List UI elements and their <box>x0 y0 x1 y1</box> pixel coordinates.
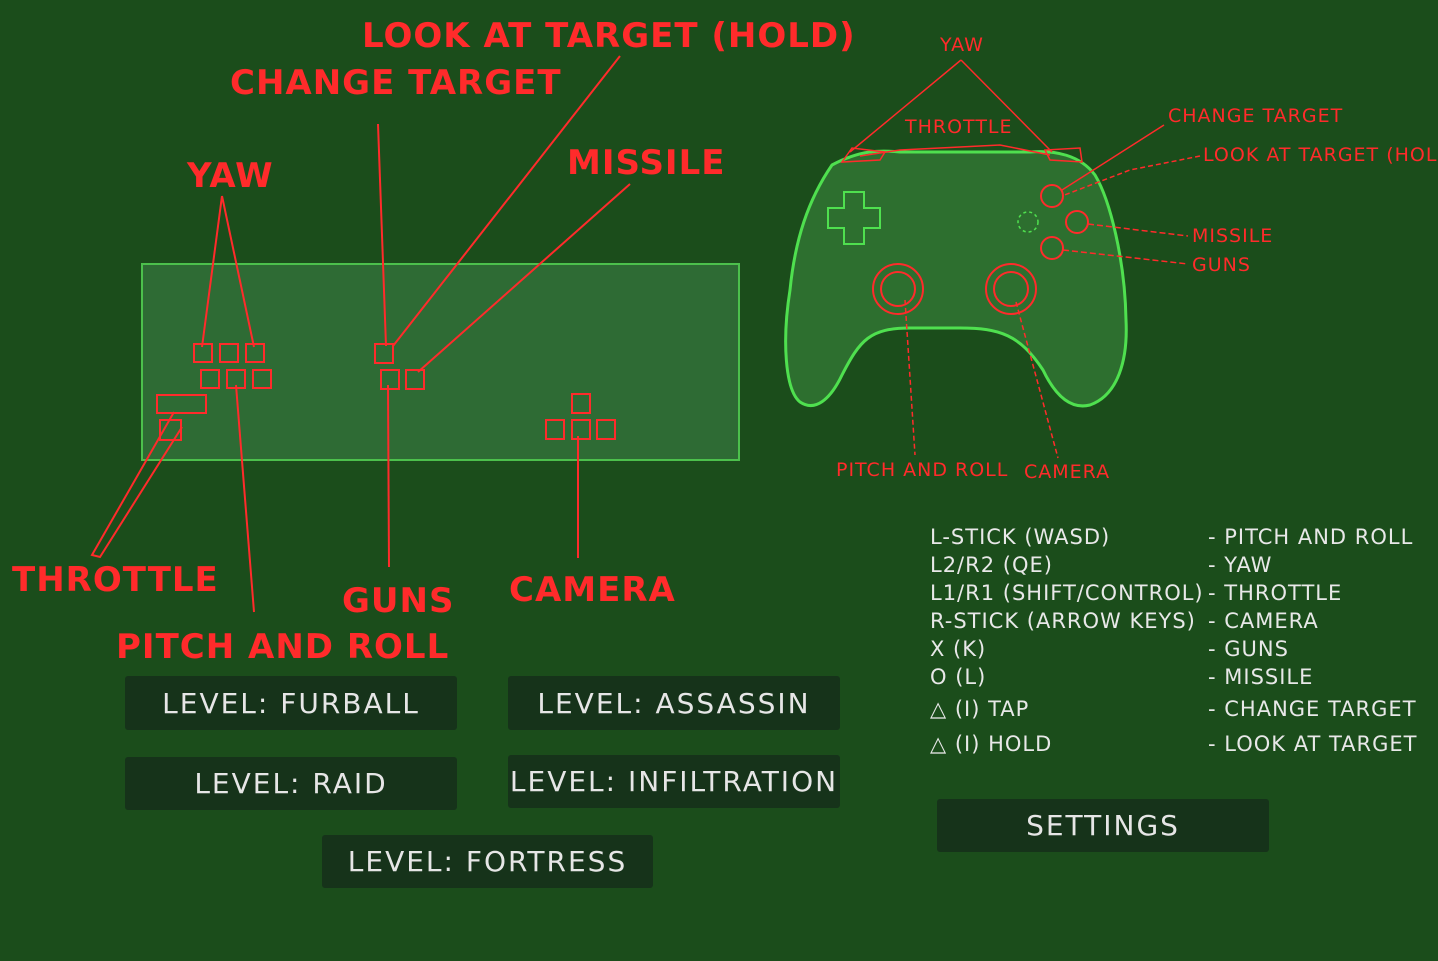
key-k <box>380 369 400 390</box>
controller-dpad <box>827 191 881 245</box>
mapping-input: L2/R2 (QE) <box>930 553 1053 577</box>
controller-pointer-lines <box>849 59 1201 459</box>
mapping-action: - LOOK AT TARGET <box>1208 732 1418 756</box>
mapping-row: △ (I) TAP - CHANGE TARGET <box>930 697 1416 721</box>
controller-label-camera: CAMERA <box>1024 461 1111 483</box>
controller-button-circle <box>1065 210 1089 234</box>
mapping-row: X (K) - GUNS <box>930 637 1288 661</box>
mapping-input: △ (I) TAP <box>930 697 1030 721</box>
level-infiltration-button[interactable]: LEVEL: INFILTRATION <box>508 755 840 808</box>
controller-label-missile: MISSILE <box>1192 225 1274 247</box>
mapping-row: L2/R2 (QE) - YAW <box>930 553 1271 577</box>
label-pitch-and-roll: PITCH AND ROLL <box>116 627 450 667</box>
keyboard-panel <box>141 263 740 461</box>
mapping-row: △ (I) HOLD - LOOK AT TARGET <box>930 732 1416 756</box>
mapping-action: - GUNS <box>1208 637 1289 661</box>
label-throttle: THROTTLE <box>12 560 219 600</box>
key-a <box>200 369 220 389</box>
controller-button-x <box>1040 236 1064 260</box>
key-arrow-left <box>545 419 565 440</box>
key-arrow-up <box>571 393 591 414</box>
mapping-action: - CAMERA <box>1208 609 1319 633</box>
controller-graphic <box>784 147 1128 408</box>
mapping-action: - PITCH AND ROLL <box>1208 525 1414 549</box>
label-guns: GUNS <box>342 581 455 621</box>
level-raid-button[interactable]: LEVEL: RAID <box>125 757 457 810</box>
label-missile: MISSILE <box>567 143 726 183</box>
mapping-input: △ (I) HOLD <box>930 732 1053 756</box>
controller-right-stick <box>985 263 1037 315</box>
label-camera: CAMERA <box>509 570 676 610</box>
mapping-action: - THROTTLE <box>1208 581 1343 605</box>
controller-button-triangle <box>1040 184 1064 208</box>
level-furball-button[interactable]: LEVEL: FURBALL <box>125 676 457 730</box>
controller-body <box>784 149 1128 408</box>
controller-label-change-target: CHANGE TARGET <box>1168 105 1344 127</box>
mapping-row: O (L) - MISSILE <box>930 665 1312 689</box>
key-arrow-right <box>596 419 616 440</box>
label-yaw: YAW <box>187 156 274 196</box>
level-assassin-button[interactable]: LEVEL: ASSASSIN <box>508 676 840 730</box>
mapping-row: R-STICK (ARROW KEYS) - CAMERA <box>930 609 1318 633</box>
label-change-target: CHANGE TARGET <box>230 63 562 103</box>
key-shift <box>156 394 207 414</box>
controller-label-yaw: YAW <box>940 34 984 56</box>
controller-label-guns: GUNS <box>1192 254 1251 276</box>
mapping-input: L1/R1 (SHIFT/CONTROL) <box>930 581 1204 605</box>
key-arrow-down <box>571 419 591 440</box>
label-look-at-target-hold: LOOK AT TARGET (HOLD) <box>362 16 856 56</box>
controller-label-throttle: THROTTLE <box>905 116 1013 138</box>
controller-left-stick <box>872 263 924 315</box>
mapping-input: L-STICK (WASD) <box>930 525 1111 549</box>
settings-button[interactable]: SETTINGS <box>937 799 1269 852</box>
key-e <box>245 343 265 363</box>
controller-button-square <box>1017 211 1039 233</box>
key-l <box>405 369 425 390</box>
mapping-action: - YAW <box>1208 553 1273 577</box>
level-fortress-button[interactable]: LEVEL: FORTRESS <box>322 835 653 888</box>
mapping-input: X (K) <box>930 637 987 661</box>
keyboard-pointer-lines <box>90 55 631 613</box>
mapping-input: O (L) <box>930 665 987 689</box>
mapping-action: - MISSILE <box>1208 665 1314 689</box>
mapping-row: L1/R1 (SHIFT/CONTROL)- THROTTLE <box>930 581 1341 605</box>
controller-label-look-at-target: LOOK AT TARGET (HOLD) <box>1203 144 1438 166</box>
key-i <box>374 343 394 364</box>
mapping-action: - CHANGE TARGET <box>1208 697 1417 721</box>
mapping-input: R-STICK (ARROW KEYS) <box>930 609 1196 633</box>
mapping-row: L-STICK (WASD) - PITCH AND ROLL <box>930 525 1412 549</box>
key-w <box>219 343 239 363</box>
controller-label-pitch-and-roll: PITCH AND ROLL <box>836 459 1009 481</box>
key-d <box>252 369 272 389</box>
